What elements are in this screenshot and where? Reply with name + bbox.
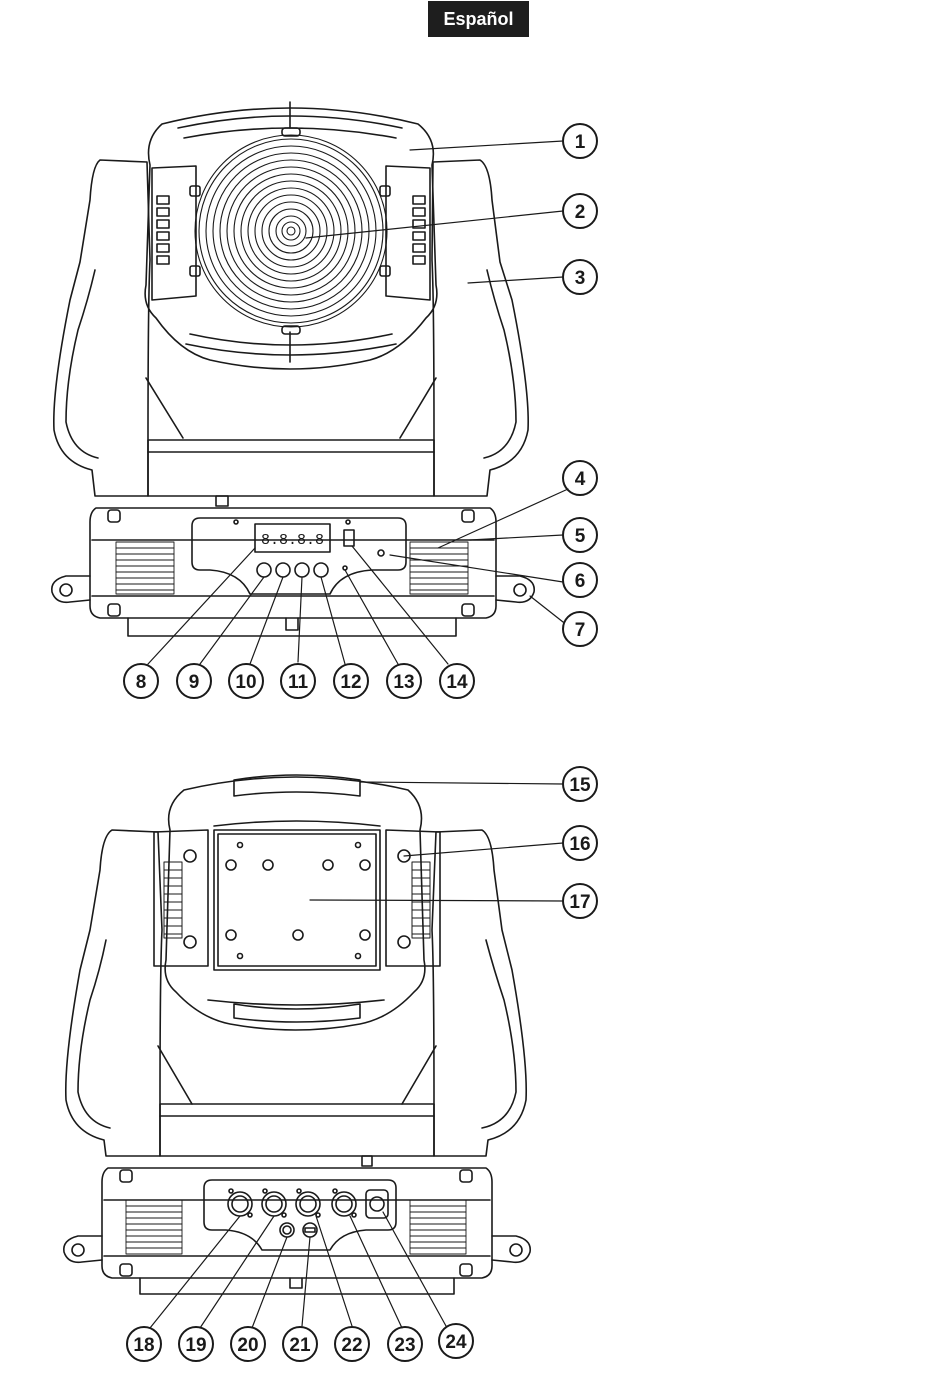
callout-22: 22: [341, 1335, 362, 1356]
button-10: [276, 563, 290, 577]
dmx-out-5pin: [228, 1189, 252, 1217]
button-9: [257, 563, 271, 577]
front-callout-circles: [124, 124, 597, 698]
rear-base: [64, 1168, 530, 1294]
callout-7: 7: [575, 620, 586, 641]
callout-8: 8: [136, 672, 147, 693]
rear-left-grille: [126, 1200, 182, 1254]
button-11: [295, 563, 309, 577]
display-readout: 8.8.8.8: [261, 532, 324, 549]
callout-5: 5: [575, 526, 586, 547]
rear-leader-lines: [150, 782, 563, 1328]
callout-6: 6: [575, 571, 586, 592]
power-connector: [366, 1190, 388, 1218]
callout-20: 20: [237, 1335, 258, 1356]
front-right-vents: [413, 196, 425, 264]
front-leader-lines: [148, 141, 568, 664]
callout-1: 1: [575, 132, 586, 153]
dmx-in-3pin: [332, 1189, 356, 1217]
callout-18: 18: [133, 1335, 154, 1356]
callout-13: 13: [393, 672, 414, 693]
callout-14: 14: [446, 672, 468, 693]
dmx-out-3pin: [296, 1189, 320, 1217]
callout-15: 15: [569, 775, 591, 796]
front-right-grille: [410, 542, 468, 594]
callout-23: 23: [394, 1335, 415, 1356]
fuse-holder: [280, 1223, 294, 1237]
indicator-led: [378, 550, 384, 556]
front-left-grille: [116, 542, 174, 594]
front-base: [52, 508, 534, 636]
front-left-vents: [157, 196, 169, 264]
callout-2: 2: [575, 202, 586, 223]
callout-3: 3: [575, 268, 586, 289]
callout-11: 11: [288, 672, 309, 693]
callout-4: 4: [575, 469, 586, 490]
dmx-in-5pin: [262, 1189, 286, 1217]
callout-9: 9: [189, 672, 200, 693]
rear-moving-head: [66, 775, 526, 1166]
button-12: [314, 563, 328, 577]
callout-17: 17: [569, 892, 590, 913]
ir-sensor: [344, 530, 354, 546]
front-moving-head: [54, 102, 528, 506]
callout-16: 16: [569, 834, 590, 855]
callout-19: 19: [185, 1335, 206, 1356]
callout-24: 24: [445, 1332, 467, 1353]
callout-21: 21: [289, 1335, 311, 1356]
fresnel-lens: [195, 135, 387, 327]
callout-12: 12: [340, 672, 361, 693]
rear-right-grille: [410, 1200, 466, 1254]
rear-callout-circles: [127, 767, 597, 1361]
callout-10: 10: [235, 672, 256, 693]
